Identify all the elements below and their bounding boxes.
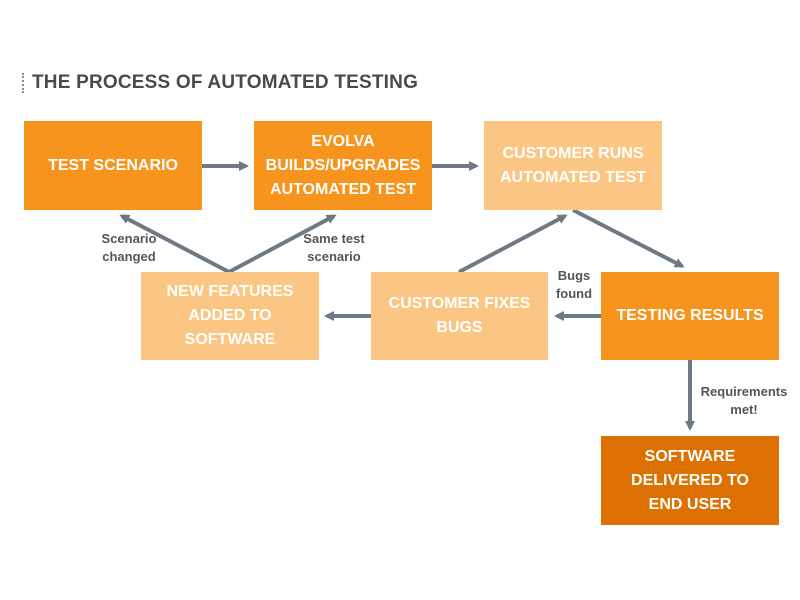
node-customer-runs-label: CUSTOMER RUNS AUTOMATED TEST bbox=[499, 144, 647, 186]
node-test-scenario-label: TEST SCENARIO bbox=[48, 156, 178, 174]
node-customer-fixes: CUSTOMER FIXES BUGS bbox=[371, 272, 548, 360]
title-accent-divider bbox=[22, 73, 24, 93]
node-test-scenario: TEST SCENARIO bbox=[24, 121, 202, 210]
arrow-new-features-to-evolva bbox=[228, 214, 337, 274]
edge-label-scenario-changed: Scenario changed bbox=[101, 231, 157, 264]
arrow-fixes-to-customer-runs bbox=[458, 214, 568, 274]
page-title: THE PROCESS OF AUTOMATED TESTING bbox=[32, 72, 419, 93]
node-software-delivered-label: SOFTWARE DELIVERED TO END USER bbox=[631, 447, 749, 513]
arrow-new-features-to-scenario bbox=[119, 214, 230, 274]
node-customer-fixes-label: CUSTOMER FIXES BUGS bbox=[388, 295, 531, 336]
node-testing-results: TESTING RESULTS bbox=[601, 272, 779, 360]
edge-label-requirements-met: Requirements met! bbox=[700, 384, 788, 417]
edge-label-same-test-scenario: Same test scenario bbox=[303, 231, 365, 264]
title-area: THE PROCESS OF AUTOMATED TESTING bbox=[22, 70, 418, 96]
node-evolva-builds: EVOLVA BUILDS/UPGRADES AUTOMATED TEST bbox=[254, 121, 432, 210]
node-testing-results-label: TESTING RESULTS bbox=[616, 307, 764, 324]
edge-label-bugs-found: Bugs found bbox=[555, 268, 593, 301]
node-new-features-label: NEW FEATURES ADDED TO SOFTWARE bbox=[166, 283, 294, 348]
arrow-customer-runs-to-results bbox=[572, 208, 685, 268]
node-evolva-builds-label: EVOLVA BUILDS/UPGRADES AUTOMATED TEST bbox=[265, 132, 421, 198]
node-new-features: NEW FEATURES ADDED TO SOFTWARE bbox=[141, 272, 319, 360]
node-customer-runs: CUSTOMER RUNS AUTOMATED TEST bbox=[484, 121, 662, 210]
node-software-delivered: SOFTWARE DELIVERED TO END USER bbox=[601, 436, 779, 525]
